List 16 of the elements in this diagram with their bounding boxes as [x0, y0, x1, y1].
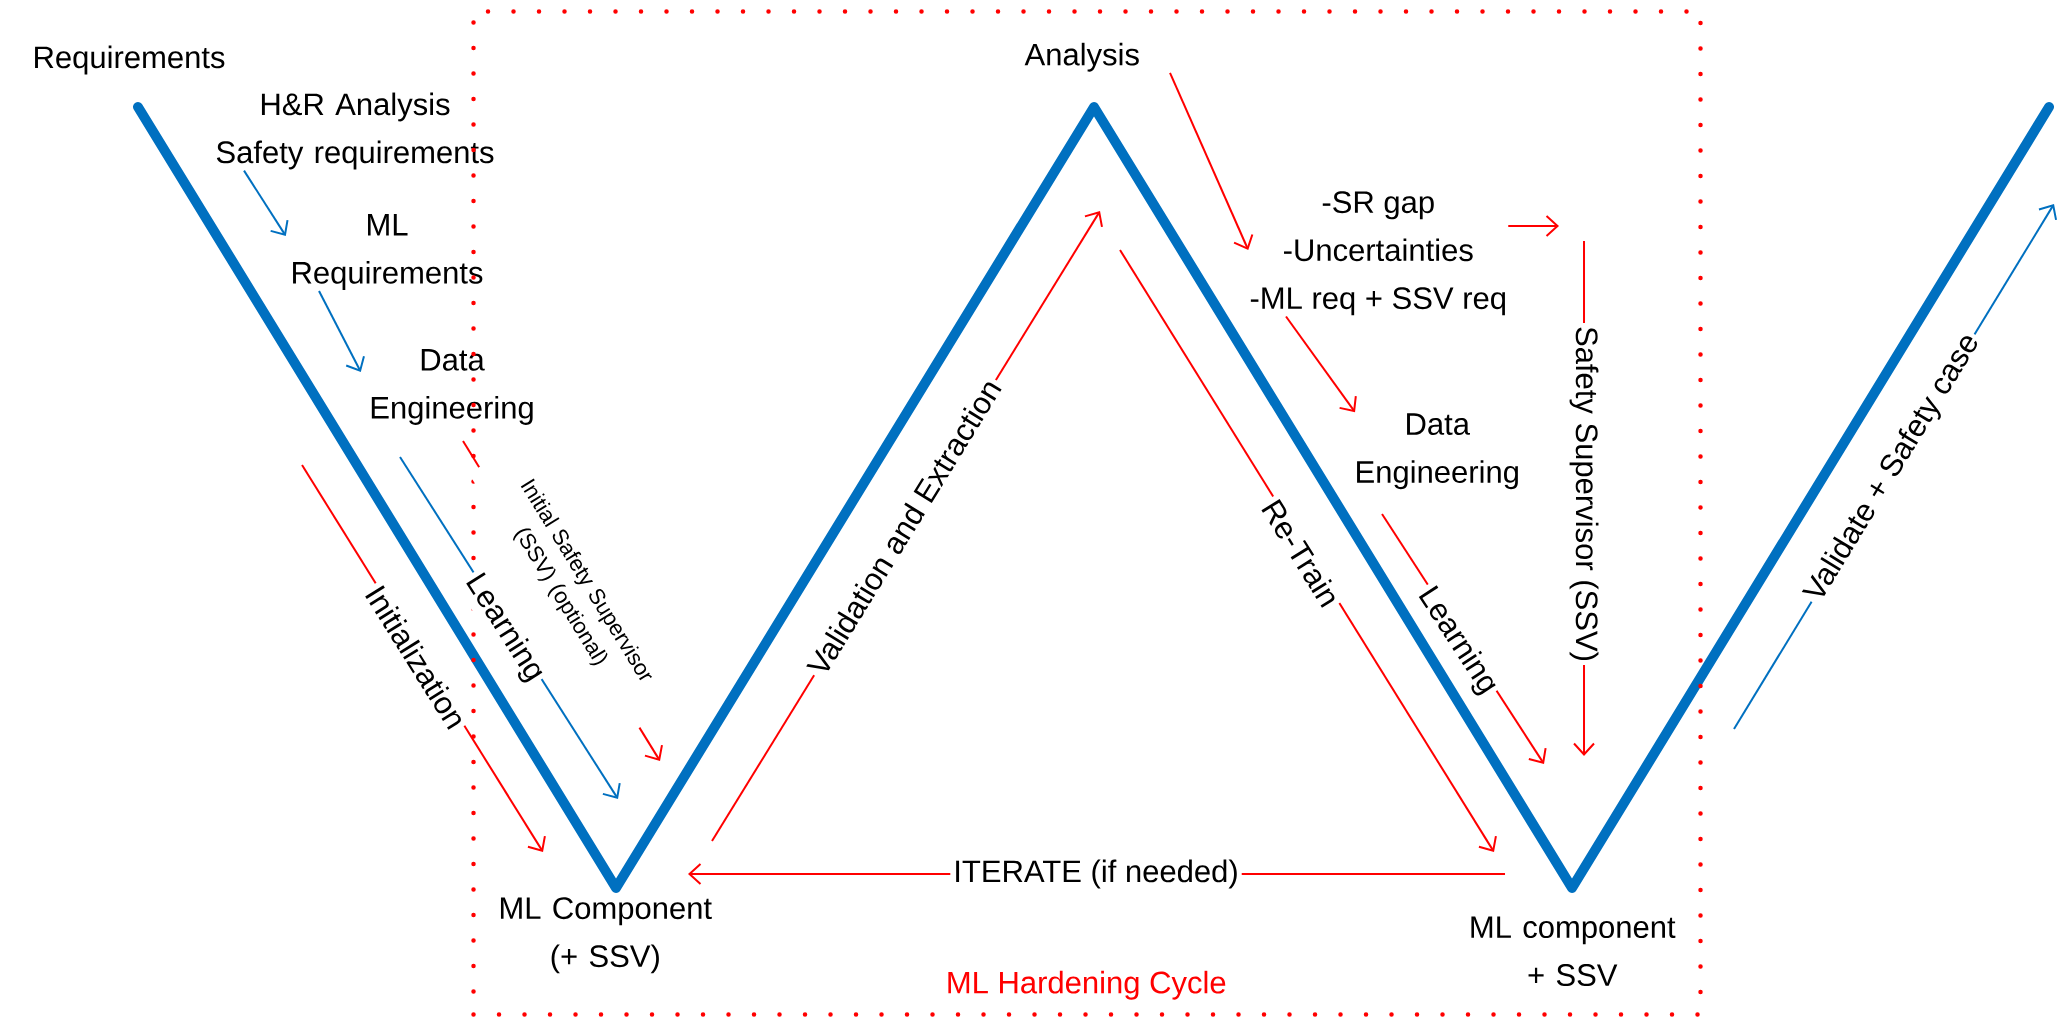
step-label: Requirements — [35, 45, 225, 75]
step-label: Data Engineering — [1357, 413, 1518, 490]
arrow — [1169, 71, 1254, 250]
step-label: Data Engineering — [371, 349, 533, 425]
step-label: ML Requirements — [293, 214, 483, 290]
step-label: -SR gap -Uncertainties -ML req + SSV req — [1250, 191, 1506, 316]
arrow — [318, 290, 365, 372]
step-label: ML component + SSV — [1471, 916, 1676, 987]
step-label: Analysis — [1024, 42, 1139, 72]
arrow — [1285, 315, 1357, 413]
step-label: H&R Analysis Safety requirements — [216, 92, 494, 170]
step-label: ML Component (+ SSV) — [500, 897, 712, 974]
arrow — [1507, 215, 1559, 237]
arrow-label: Safety Supervisor (SSV) — [1566, 323, 1602, 665]
arrow-label: ITERATE (if needed) — [950, 856, 1242, 892]
arrow — [243, 169, 289, 236]
